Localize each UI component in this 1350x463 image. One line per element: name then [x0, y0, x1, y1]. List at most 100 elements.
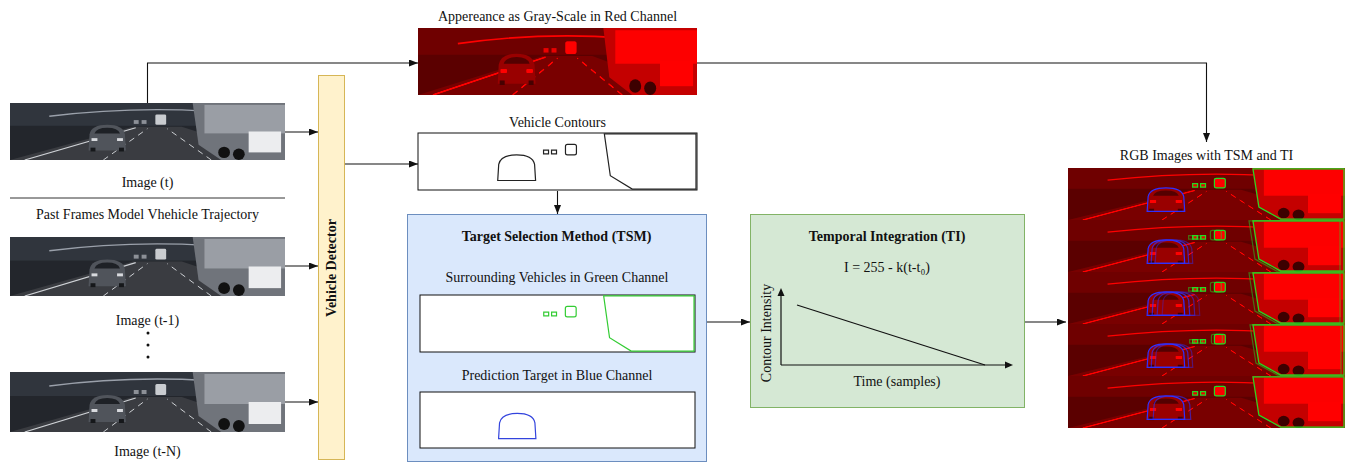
rgb-frame-stack-part-part: [1193, 169, 1344, 219]
rgb-frame-stack-part-part: [1155, 240, 1193, 263]
node-title: Vehicle Detector: [323, 219, 340, 317]
rgb-frame-stack-part-part: [1147, 188, 1185, 211]
green-contour-panel-part: [544, 296, 694, 351]
rgb-frame-stack-part-part: [1068, 168, 1345, 220]
contour-panel-part: [498, 155, 536, 181]
rgb-frame-stack-part: [1068, 168, 1345, 220]
intensity-chart-part: [1005, 362, 1013, 369]
ellipsis-dots-part: [147, 356, 150, 359]
process-box: Temporal Integration (TI) I = 255 - k(t-t…: [750, 214, 1025, 408]
arrow-connector: [697, 63, 1207, 142]
arrow-connector: [285, 401, 318, 402]
image-panel: RGB Images with TSM and TI: [1066, 142, 1347, 432]
blue-contour-panel-part: [499, 413, 536, 438]
label-slot: Past Frames Model Vhehicle Trajectory: [10, 205, 285, 223]
process-box: Vehicle Detector: [318, 75, 345, 460]
text-slot: Image (t-N): [10, 442, 285, 460]
arrow-connector: [707, 321, 750, 322]
image-panel: Image (t-N): [10, 372, 285, 460]
contour-panel-part: [418, 133, 697, 190]
intensity-chart-part: [778, 288, 785, 296]
node-title: Image (t): [122, 174, 174, 191]
text-slot: Image (t-1): [10, 311, 285, 329]
text-slot: Appereance as Gray-Scale in Red Channel: [418, 7, 697, 25]
rgb-frame-stack: [1068, 168, 1345, 428]
rgb-frame-stack-part-part: [1147, 240, 1185, 263]
arrow-connector: [148, 63, 419, 103]
rgb-frame-stack-part: [1068, 376, 1345, 428]
arrow-connector: [345, 163, 418, 164]
image-panel: Surrounding Vehicles in Green Channel: [420, 266, 695, 353]
intensity-chart-part: [797, 305, 985, 365]
intensity-chart: [778, 288, 1014, 369]
image-panel: Image (t): [10, 103, 285, 191]
rgb-frame-stack-part: [1068, 220, 1345, 272]
camera-frame: [10, 372, 285, 432]
rgb-frame-stack-part-part: [1155, 344, 1193, 367]
group-box: Target Selection Method (TSM) Surrounding…: [407, 214, 707, 462]
ti-fill: [750, 214, 1025, 408]
text-slot: Image (t): [10, 173, 285, 191]
image-panel: Vehicle Contours: [418, 110, 697, 191]
rgb-frame-stack-part-part: [1151, 240, 1189, 263]
text-slot: RGB Images with TSM and TI: [1066, 146, 1347, 164]
text-slot: Vehicle Contours: [418, 113, 697, 131]
rgb-frame-stack-part-part: [1147, 344, 1185, 367]
node-title: Vehicle Contours: [509, 114, 606, 131]
node-text: I = 255 - k(t-t₀): [844, 259, 930, 276]
rgb-frame-stack-part-part: [1068, 376, 1345, 428]
red-channel-frame: [418, 28, 697, 95]
rgb-frame-stack-part-part: [1151, 344, 1189, 367]
rgb-frame-stack-part-part: [1193, 221, 1344, 271]
text-slot: Prediction Target in Blue Channel: [420, 366, 695, 384]
separator-line: [10, 198, 285, 199]
text-slot: Temporal Integration (TI): [751, 227, 1023, 245]
rgb-frame-stack-part: [1068, 272, 1345, 324]
ellipsis-dots-part: [147, 332, 150, 335]
rgb-frame-stack-part-part: [1190, 325, 1341, 375]
rgb-frame-stack-part: [1068, 324, 1345, 376]
contour-panel: [418, 133, 697, 190]
rgb-frame-stack-part-part: [1068, 272, 1345, 324]
image-panel: Prediction Target in Blue Channel: [420, 364, 695, 448]
blue-contour-panel-part: [420, 392, 695, 448]
node-title: Target Selection Method (TSM): [462, 228, 652, 245]
ellipsis-dots-part: [147, 344, 150, 347]
node-title: Temporal Integration (TI): [809, 228, 966, 245]
rgb-frame-stack-part-part: [1189, 273, 1340, 323]
rgb-frame-stack-part-part: [1068, 324, 1345, 376]
tsm-fill: [407, 214, 707, 462]
rgb-frame-stack-part-part: [1193, 273, 1344, 323]
rgb-frame-stack-part-part: [1068, 220, 1345, 272]
camera-frame: [10, 103, 285, 160]
node-text: Time (samples): [854, 373, 941, 390]
text-slot: Surrounding Vehicles in Green Channel: [420, 268, 695, 286]
image-panel: Appereance as Gray-Scale in Red Channel: [418, 4, 697, 95]
arrow-connector: [285, 131, 318, 132]
camera-frame: [10, 237, 285, 296]
text-slot: Time (samples): [831, 372, 963, 390]
intensity-chart-part: [780, 295, 781, 365]
text-slot: Target Selection Method (TSM): [408, 227, 705, 245]
node-text: Contour Intensity: [758, 284, 775, 382]
rgb-frame-stack-part-part: [1193, 325, 1344, 375]
node-title: Surrounding Vehicles in Green Channel: [446, 269, 669, 286]
node-title: Prediction Target in Blue Channel: [462, 367, 653, 384]
rgb-frame-stack-part-part: [1147, 292, 1185, 315]
detector-fill: [318, 75, 345, 460]
ellipsis-dots: [147, 332, 150, 359]
gray-frames: [10, 103, 285, 432]
rgb-frame-stack-part-part: [1193, 377, 1344, 427]
green-contour-panel: [420, 295, 695, 352]
section-label: Past Frames Model Vhehicle Trajectory: [36, 206, 259, 223]
green-contour-panel-part: [420, 295, 695, 352]
blue-contour-panel: [420, 392, 695, 448]
node-title: Appereance as Gray-Scale in Red Channel: [438, 8, 677, 25]
text-slot: I = 255 - k(t-t₀): [751, 258, 1023, 276]
node-title: RGB Images with TSM and TI: [1120, 147, 1293, 164]
arrow-connector: [1025, 321, 1066, 322]
arrow-connector: [285, 265, 318, 266]
